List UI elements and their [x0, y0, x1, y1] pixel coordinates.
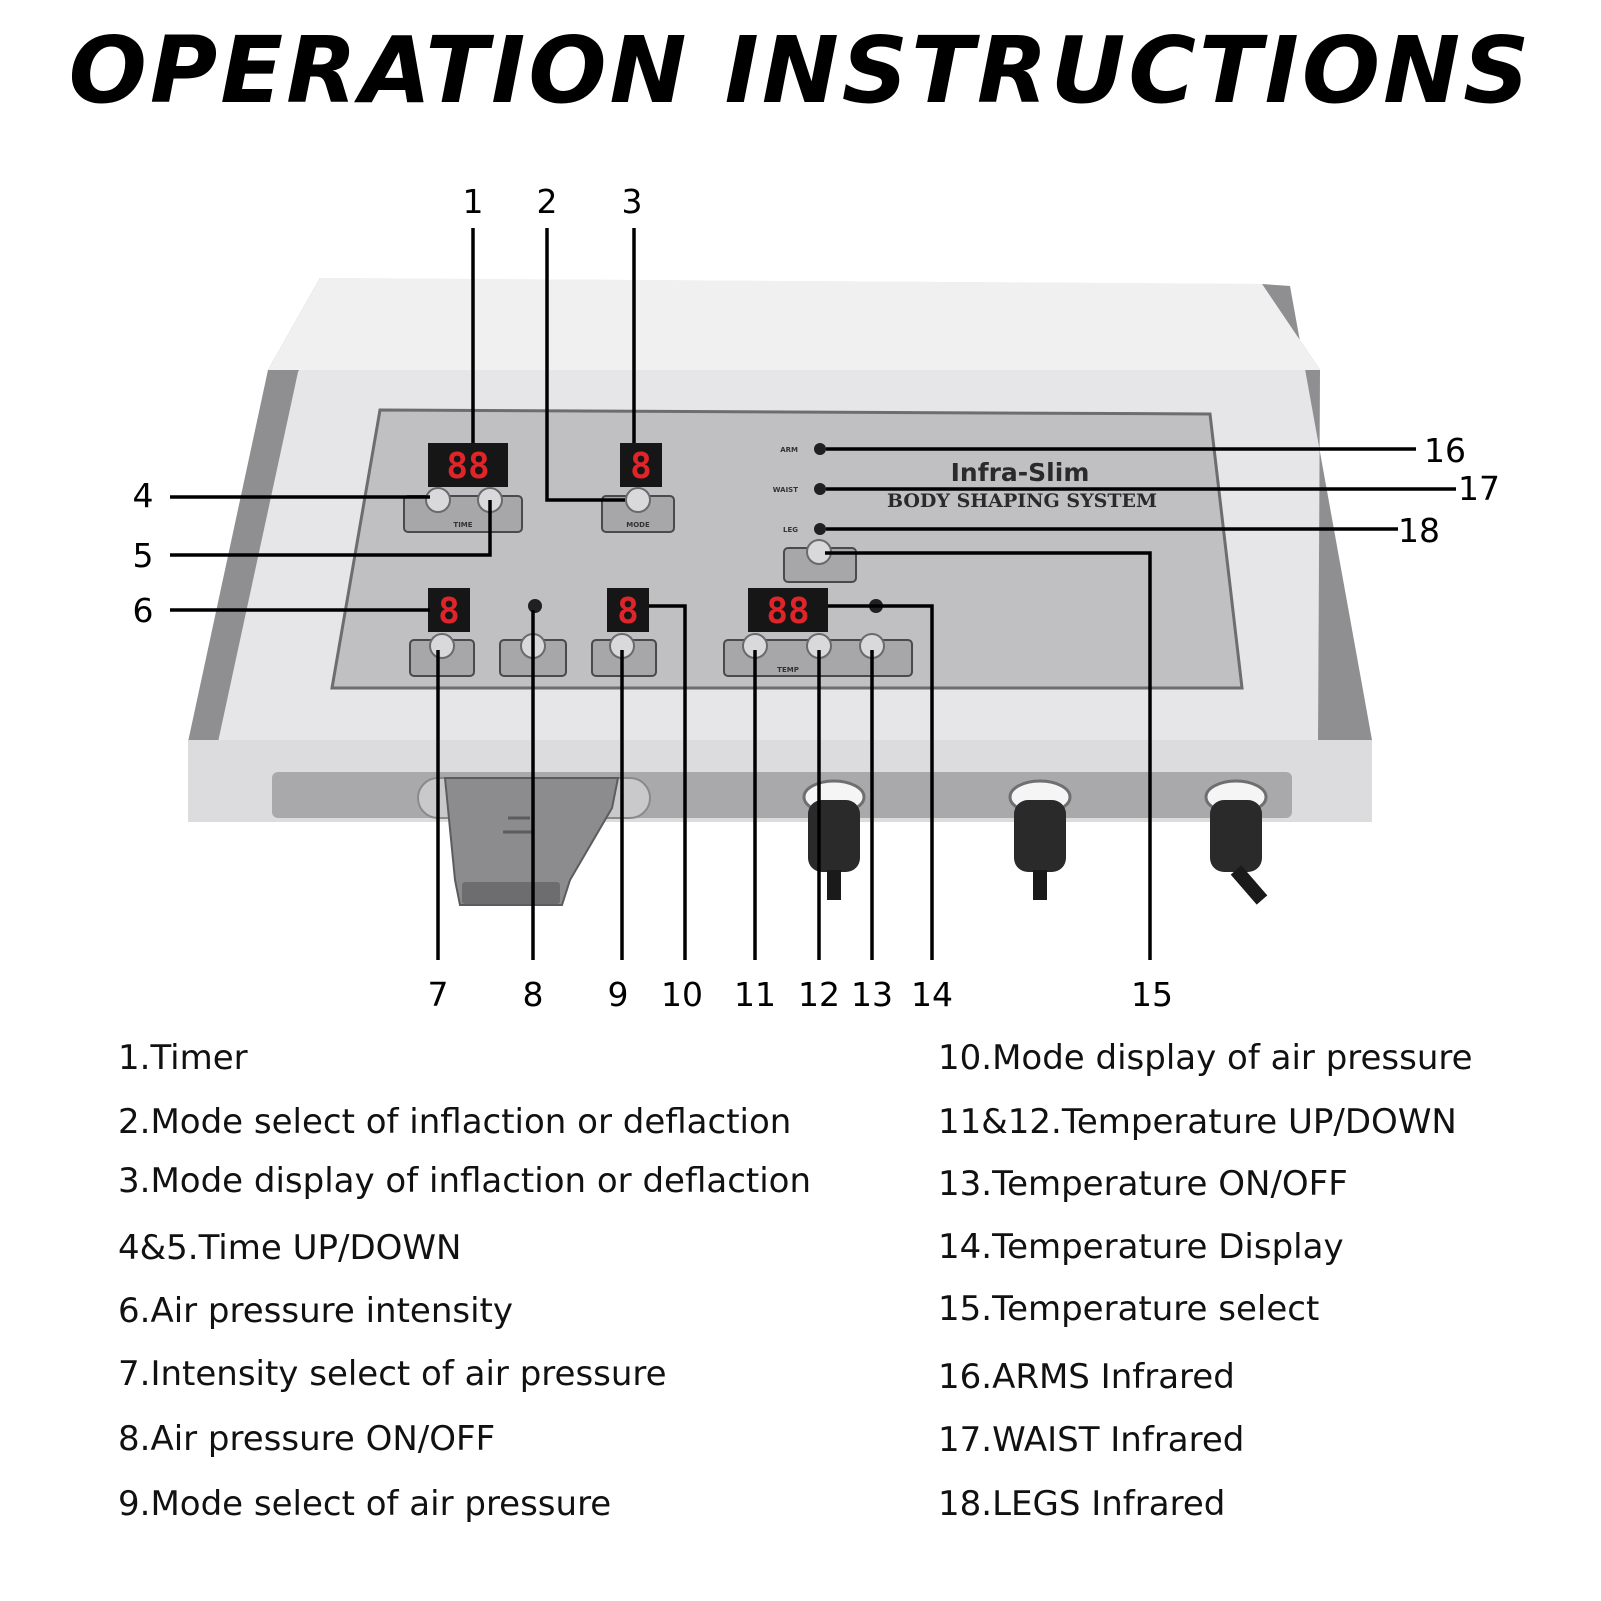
mode-button-group: MODE: [601, 487, 675, 533]
timer-display: 88: [428, 443, 508, 487]
legend-item: 9.Mode select of air pressure: [118, 1484, 612, 1524]
time-up-button[interactable]: [425, 487, 451, 513]
intensity-select-button[interactable]: [429, 633, 455, 659]
callout-11: 11: [734, 975, 776, 1014]
callout-18: 18: [1398, 511, 1440, 550]
callout-1: 1: [463, 182, 484, 221]
temperature-display: 88: [748, 588, 828, 632]
mode-display-value: 8: [630, 446, 652, 487]
mode-select-button[interactable]: [625, 487, 651, 513]
indicator-arm: ARM: [780, 443, 826, 455]
intensity-display: 8: [428, 588, 470, 632]
callout-2: 2: [537, 182, 558, 221]
legs-select-group: [783, 539, 857, 583]
svg-text:ARM: ARM: [780, 446, 798, 454]
callout-16: 16: [1424, 431, 1466, 470]
time-buttons: TIME: [403, 487, 523, 533]
legend-item: 1.Timer: [118, 1038, 248, 1078]
legend-item: 17.WAIST Infrared: [938, 1420, 1245, 1460]
callout-3: 3: [622, 182, 643, 221]
callout-14: 14: [911, 975, 953, 1014]
legend-item: 10.Mode display of air pressure: [938, 1038, 1473, 1078]
svg-text:TEMP: TEMP: [777, 666, 799, 674]
legend-item: 2.Mode select of inflaction or deflactio…: [118, 1102, 792, 1142]
legend-item: 6.Air pressure intensity: [118, 1291, 514, 1331]
svg-text:TIME: TIME: [453, 521, 472, 529]
temperature-display-value: 88: [766, 591, 809, 632]
callout-labels: 1 2 3 4 5 6 7 8 9 10 11 12 13 14 15 16 1…: [133, 182, 1501, 1014]
page-title: OPERATION INSTRUCTIONS: [68, 17, 1533, 124]
callout-13: 13: [851, 975, 893, 1014]
callout-7: 7: [428, 975, 449, 1014]
brand-subtitle: BODY SHAPING SYSTEM: [887, 490, 1157, 512]
callout-4: 4: [133, 476, 154, 515]
leader-lines: [170, 228, 1456, 960]
callout-15: 15: [1131, 975, 1173, 1014]
legend-item: 18.LEGS Infrared: [938, 1484, 1226, 1524]
legend-item: 3.Mode display of inflaction or deflacti…: [118, 1161, 812, 1201]
legend-item: 7.Intensity select of air pressure: [118, 1354, 667, 1394]
intensity-display-value: 8: [438, 591, 460, 632]
legend-item: 4&5.Time UP/DOWN: [118, 1228, 462, 1268]
svg-text:WAIST: WAIST: [773, 486, 798, 494]
callout-17: 17: [1458, 469, 1500, 508]
mode-display: 8: [620, 443, 662, 487]
callout-6: 6: [133, 591, 154, 630]
callout-5: 5: [133, 536, 154, 575]
air-pressure-led: [528, 599, 542, 613]
legend-item: 14.Temperature Display: [938, 1227, 1344, 1267]
callout-10: 10: [661, 975, 703, 1014]
callout-8: 8: [523, 975, 544, 1014]
legend-item: 11&12.Temperature UP/DOWN: [938, 1102, 1457, 1142]
legend-item: 8.Air pressure ON/OFF: [118, 1419, 496, 1459]
svg-text:MODE: MODE: [626, 521, 650, 529]
svg-text:LEG: LEG: [783, 526, 798, 534]
callout-12: 12: [798, 975, 840, 1014]
air-mode-display: 8: [607, 588, 649, 632]
callout-9: 9: [608, 975, 629, 1014]
legend-item: 13.Temperature ON/OFF: [938, 1164, 1348, 1204]
brand-name: Infra-Slim: [951, 458, 1090, 487]
indicator-waist: WAIST: [773, 483, 826, 495]
indicator-legs: LEG: [783, 523, 826, 535]
timer-display-value: 88: [446, 446, 489, 487]
legend-item: 15.Temperature select: [938, 1289, 1320, 1329]
air-mode-display-value: 8: [617, 591, 639, 632]
cable-ports: [802, 779, 1268, 905]
legend-item: 16.ARMS Infrared: [938, 1357, 1235, 1397]
